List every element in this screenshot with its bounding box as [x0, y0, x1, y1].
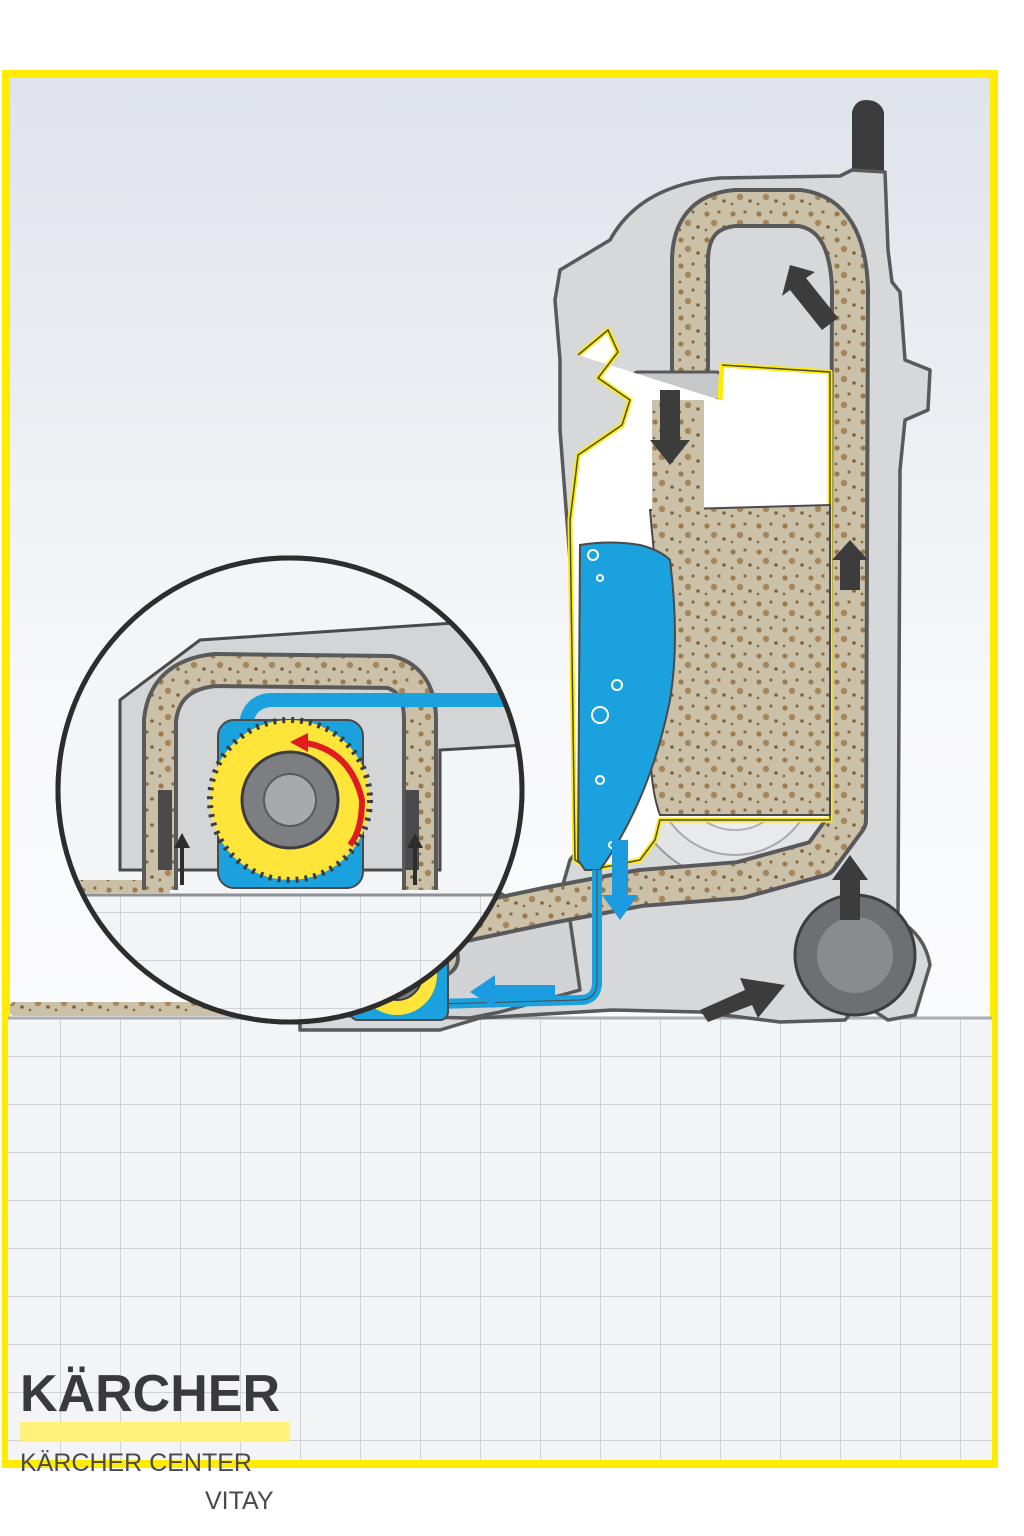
rear-wheel	[793, 893, 917, 1017]
center-name: KÄRCHER CENTER	[20, 1449, 252, 1477]
brand-stripe	[20, 1422, 290, 1442]
dirt-flow-arrows	[650, 265, 868, 1022]
handle-pole	[852, 100, 884, 182]
dirty-water-tank	[648, 503, 831, 816]
brand-wordmark: KÄRCHER	[20, 1365, 280, 1423]
magnified-brush-inset	[55, 555, 525, 1025]
clean-water-tank	[576, 541, 676, 871]
water-bubbles	[587, 549, 623, 849]
center-location: VITAY	[205, 1487, 274, 1515]
clean-water-arrows	[470, 840, 638, 1008]
yellow-frame	[2, 70, 998, 1468]
